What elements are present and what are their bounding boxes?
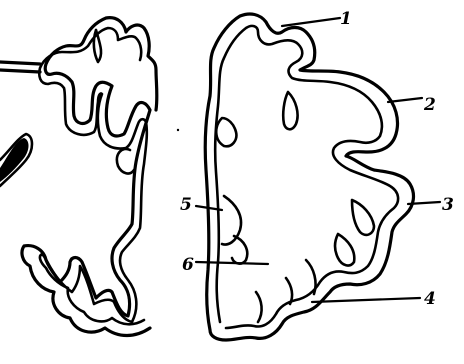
leader-line-2 <box>388 98 422 102</box>
right-inner-fold-a <box>283 92 297 129</box>
right-medial-gyrus-upper <box>216 118 236 146</box>
label-4: 4 <box>424 289 436 309</box>
number-labels: 1 2 3 4 5 6 <box>180 9 454 309</box>
left-medial-gyrus <box>117 149 134 174</box>
label-1: 1 <box>340 9 352 29</box>
label-6: 6 <box>182 255 194 275</box>
leader-line-4 <box>312 298 420 302</box>
label-3: 3 <box>442 195 454 215</box>
right-outer-cortex <box>205 14 413 340</box>
left-hemisphere <box>0 18 157 336</box>
label-5: 5 <box>180 195 192 215</box>
left-top-sulcus <box>94 30 101 62</box>
label-2: 2 <box>423 95 436 115</box>
right-lower-fold-f <box>306 260 316 294</box>
right-inner-fold-c <box>352 200 374 235</box>
right-hemisphere <box>205 14 413 340</box>
leader-line-1 <box>282 18 340 26</box>
stray-dot <box>177 129 179 131</box>
right-inner-fold-d <box>335 234 354 265</box>
left-lateral-stub <box>0 62 40 72</box>
